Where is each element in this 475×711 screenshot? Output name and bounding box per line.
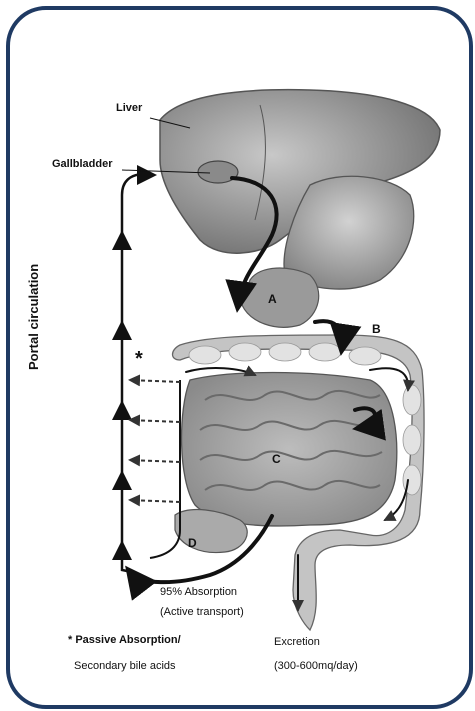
duodenum-organ xyxy=(242,268,319,327)
region-c-label: C xyxy=(272,452,281,466)
excretion-label: Excretion xyxy=(274,636,320,648)
region-d-label: D xyxy=(188,536,197,550)
passive-absorption-arrow-3 xyxy=(130,460,180,462)
excretion-amount-label: (300-600mq/day) xyxy=(274,660,358,672)
portal-circulation-label: Portal circulation xyxy=(26,264,41,370)
secondary-bile-acids-label: Secondary bile acids xyxy=(74,660,176,672)
liver-label: Liver xyxy=(116,102,142,114)
passive-absorption-label: * Passive Absorption/ xyxy=(68,634,181,646)
diagram-frame: Liver Gallbladder A B C D Portal circula… xyxy=(6,6,473,709)
passive-absorption-arrow-1 xyxy=(130,380,180,382)
passive-absorption-arrow-2 xyxy=(130,420,180,422)
passive-absorption-star: * xyxy=(135,348,143,371)
gallbladder-label: Gallbladder xyxy=(52,158,113,170)
region-b-label: B xyxy=(372,322,381,336)
portal-circulation-line xyxy=(122,174,150,572)
enterohepatic-circulation-illustration xyxy=(10,10,469,705)
region-a-label: A xyxy=(268,292,277,306)
passive-absorption-arrow-4 xyxy=(130,500,180,502)
active-transport-label: (Active transport) xyxy=(160,606,244,618)
absorption-label: 95% Absorption xyxy=(160,586,237,598)
